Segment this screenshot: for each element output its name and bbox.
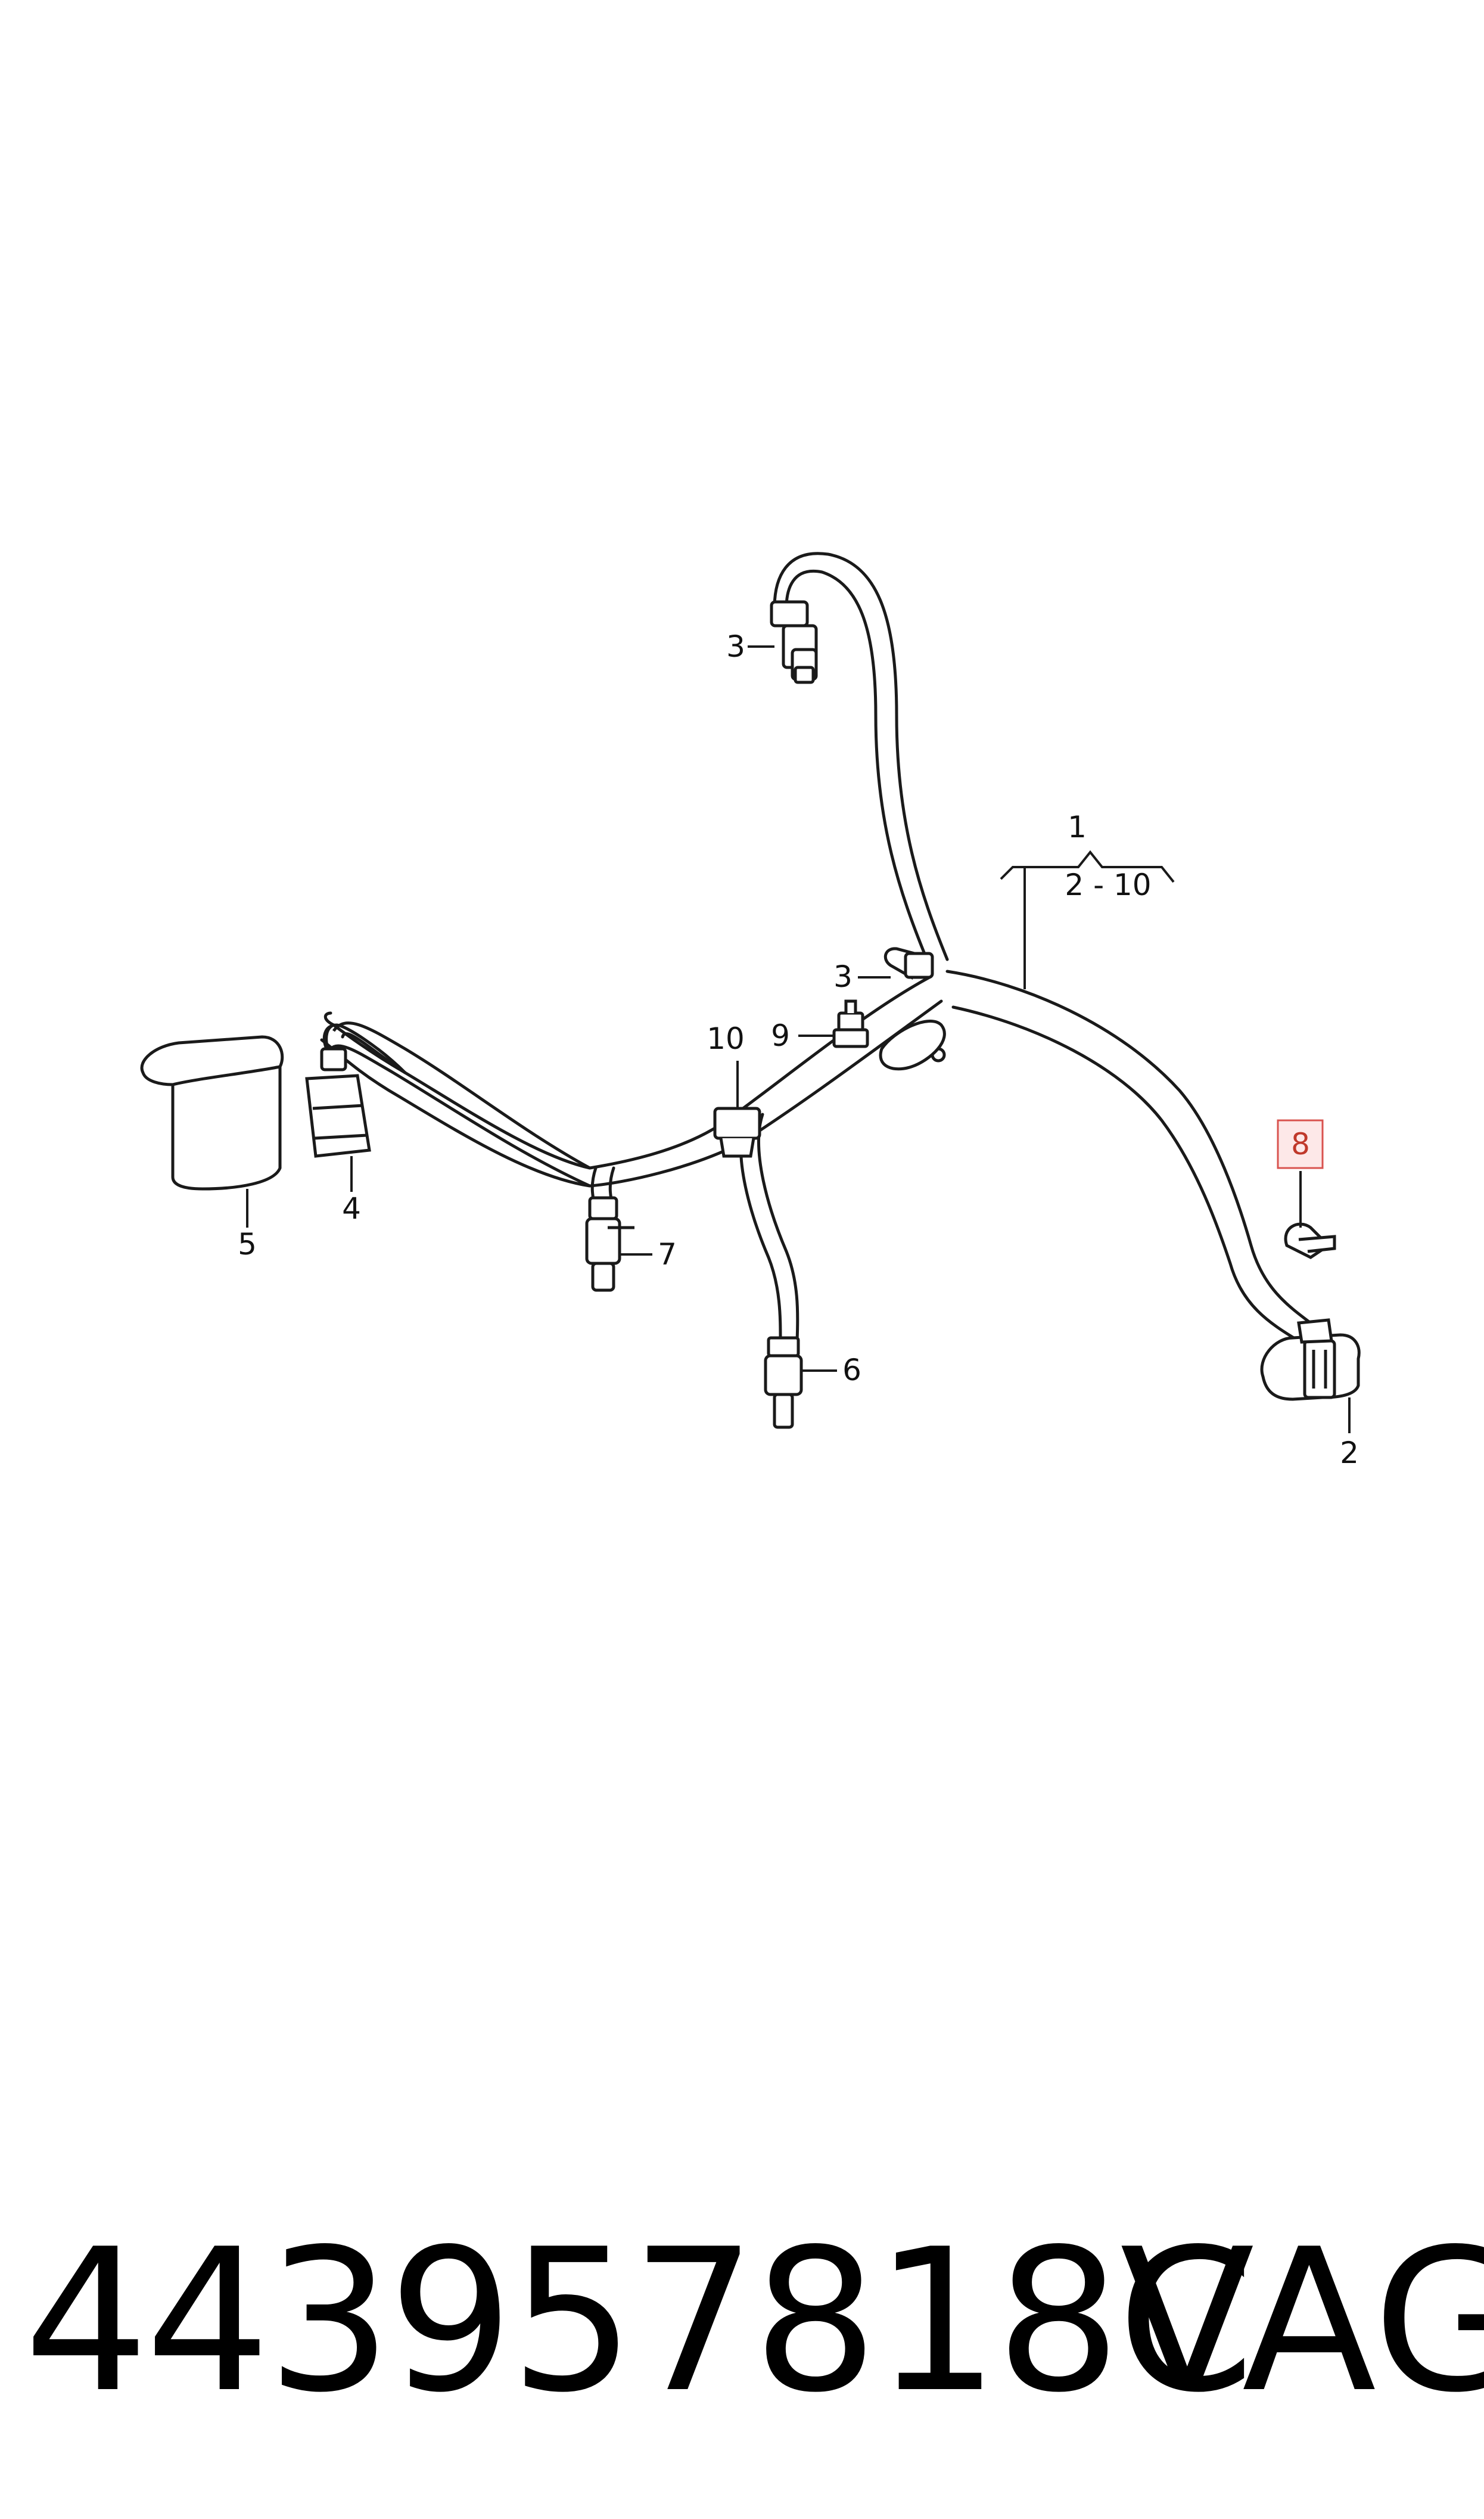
cable-left-branch-top <box>332 976 931 1170</box>
cable-upper-branch <box>785 570 931 967</box>
connector-7 <box>585 1196 634 1292</box>
callout-9: 9 <box>771 1018 790 1053</box>
footer: 443957818C VAG <box>0 2217 1484 2467</box>
cable-right-branch <box>945 970 1312 1325</box>
cover-5 <box>140 1035 284 1191</box>
clip-9 <box>832 999 869 1048</box>
cable-left-branch-bottom <box>320 999 943 1188</box>
part-number: 443957818C <box>24 2207 1255 2436</box>
leader-lines <box>246 645 1351 1433</box>
callout-8: 8 <box>1291 1127 1310 1161</box>
cable-left-to-connector4 <box>323 1011 335 1027</box>
brand-label: VAG <box>1120 2207 1484 2436</box>
callout-5: 5 <box>238 1227 257 1262</box>
callout-2: 2 <box>1340 1436 1359 1470</box>
callout-6: 6 <box>842 1353 861 1387</box>
connector-6 <box>764 1336 803 1429</box>
callout-3-mid: 3 <box>833 959 853 994</box>
connector-3-mid <box>883 947 946 1063</box>
cable-top-left-loop <box>329 1021 591 1188</box>
connector-2 <box>1260 1318 1361 1401</box>
callout-1: 1 <box>1068 810 1087 844</box>
cable-drop-branch-inner <box>757 1113 799 1343</box>
callout-4: 4 <box>342 1191 361 1226</box>
callout-labels: 1 2 - 10 2 3 3 4 5 6 7 8 9 10 <box>238 629 1359 1470</box>
connector-4 <box>305 1047 371 1158</box>
clip-8 <box>1284 1222 1336 1259</box>
callout-3-top: 3 <box>726 629 745 664</box>
cable-right-branch-lower <box>951 1005 1301 1343</box>
callout-10: 10 <box>707 1021 745 1056</box>
cable-upper-branch-inner <box>773 552 949 961</box>
junction-block <box>879 1020 946 1071</box>
callout-8-highlight-box <box>1277 1119 1324 1169</box>
callout-1-range: 2 - 10 <box>1065 868 1151 902</box>
bracket-1 <box>1000 850 1175 883</box>
callout-7: 7 <box>658 1237 677 1272</box>
clip-10 <box>713 1107 761 1158</box>
connector-3-top <box>770 600 818 684</box>
